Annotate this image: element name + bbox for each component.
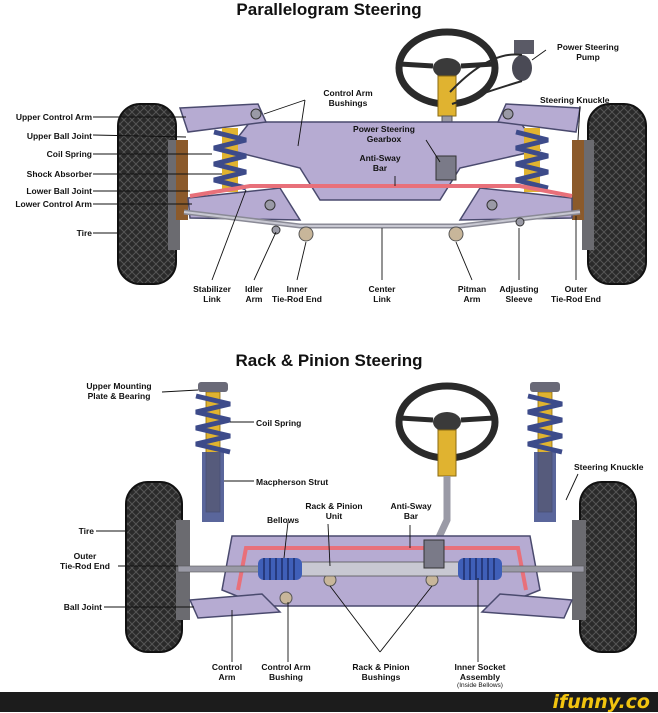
label-lower-control-arm: Lower Control Arm (15, 199, 92, 209)
label-center-link: Center Link (368, 284, 396, 304)
label-rack-pinion-bushings: Rack & Pinion Bushings (352, 662, 410, 682)
bottom-leader-lines (96, 389, 579, 662)
top-right-knuckle (572, 140, 584, 220)
label-bottom-outer-tie-rod-end: Outer Tie-Rod End (60, 551, 110, 571)
bottom-title: Rack & Pinion Steering (235, 351, 423, 370)
label-bottom-steering-knuckle: Steering Knuckle (574, 462, 644, 472)
label-ball-joint: Ball Joint (63, 602, 102, 612)
bottom-left-strut (195, 382, 231, 522)
label-top-outer-tie-rod-end: Outer Tie-Rod End (551, 284, 601, 304)
label-pitman-arm: Pitman Arm (457, 284, 487, 304)
label-bottom-coil-spring: Coil Spring (256, 418, 302, 428)
label-upper-ball-joint: Upper Ball Joint (26, 131, 92, 141)
label-inner-tie-rod-end: Inner Tie-Rod End (272, 284, 322, 304)
bottom-left-bellows (258, 558, 302, 580)
top-power-steering-pump (449, 40, 534, 105)
bottom-right-bellows (458, 558, 502, 580)
label-top-anti-sway-bar: Anti-Sway Bar (359, 153, 401, 173)
label-bottom-tire: Tire (78, 526, 94, 536)
label-inner-socket-assembly: Inner Socket Assembly (Inside Bellows) (454, 662, 506, 689)
label-rack-pinion-unit: Rack & Pinion Unit (305, 501, 363, 521)
bottom-right-strut (527, 382, 563, 522)
top-left-tire (117, 103, 180, 285)
top-gearbox (435, 155, 457, 181)
bottom-steering-wheel (395, 382, 499, 550)
steering-diagram-artwork (92, 28, 647, 662)
label-top-steering-knuckle: Steering Knuckle (540, 95, 610, 105)
label-top-tire: Tire (76, 228, 92, 238)
label-power-steering-gearbox: Power Steering Gearbox (353, 124, 415, 144)
label-adjusting-sleeve: Adjusting Sleeve (499, 284, 539, 304)
ifunny-watermark[interactable]: ifunny.co (552, 691, 650, 713)
label-coil-spring: Coil Spring (46, 149, 92, 159)
label-power-steering-pump: Power Steering Pump (557, 42, 619, 62)
top-title: Parallelogram Steering (236, 0, 422, 19)
top-left-coil-spring (213, 128, 247, 192)
label-upper-mounting-plate: Upper Mounting Plate & Bearing (86, 381, 152, 401)
label-lower-ball-joint: Lower Ball Joint (26, 186, 92, 196)
label-idler-arm: Idler Arm (245, 284, 263, 304)
label-bellows: Bellows (267, 515, 300, 525)
label-control-arm-bushing: Control Arm Bushing (261, 662, 311, 682)
top-right-coil-spring (515, 128, 549, 192)
label-upper-control-arm: Upper Control Arm (15, 112, 92, 122)
top-left-knuckle (176, 140, 188, 220)
label-control-arm-bushings: Control Arm Bushings (323, 88, 373, 108)
label-bottom-anti-sway-bar: Anti-Sway Bar (390, 501, 432, 521)
label-control-arm: Control Arm (211, 662, 243, 682)
bottom-rack-assembly (177, 539, 585, 580)
top-right-tire (582, 103, 647, 285)
top-leader-lines (92, 49, 581, 281)
top-anti-sway-bar (189, 184, 573, 198)
label-shock-absorber: Shock Absorber (26, 169, 92, 179)
label-stabilizer-link: Stabilizer Link (193, 284, 231, 304)
top-steering-linkage (183, 209, 581, 242)
footer-bar: ifunny.co (0, 692, 658, 712)
label-macpherson-strut: Macpherson Strut (256, 477, 329, 487)
